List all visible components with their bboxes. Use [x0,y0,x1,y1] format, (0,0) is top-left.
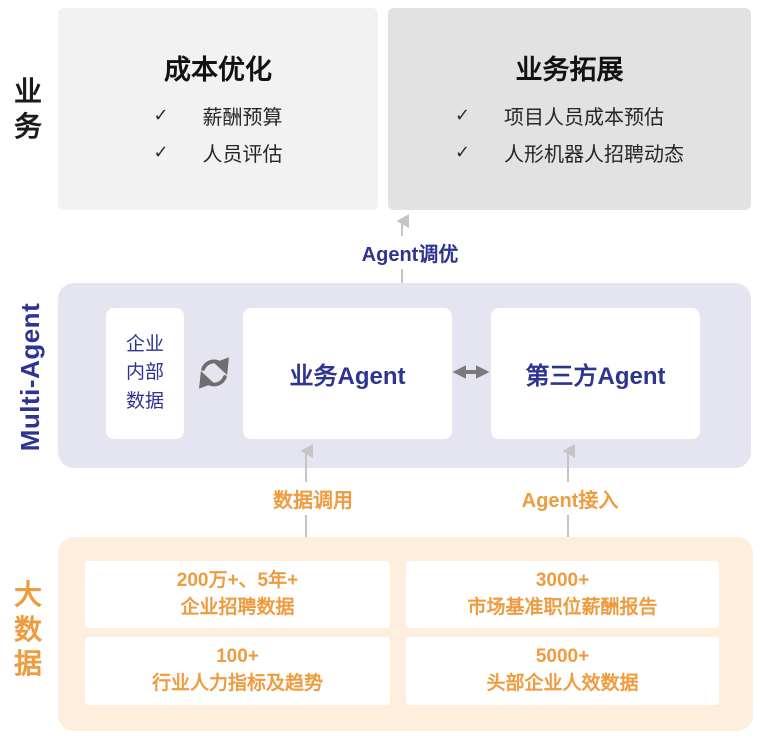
data-box-value: 100+ [216,646,259,668]
agent-tuning-label: Agent调优 [340,236,480,269]
cost-optimization-box: 成本优化 ✓ 薪酬预算 ✓ 人员评估 [58,8,378,210]
business-agent-label: 业务Agent [289,363,406,390]
refresh-cycle-icon [199,357,229,389]
hr-index-box: 100+ 行业人力指标及趋势 [85,637,390,705]
data-box-desc: 行业人力指标及趋势 [151,673,323,694]
data-call-label: 数据调用 [243,482,383,515]
business-row-label: 业务 [13,76,42,142]
data-box-desc: 市场基准职位薪酬报告 [467,596,658,618]
list-item-label: 人员评估 [202,144,283,166]
data-box-desc: 头部企业人效数据 [486,673,639,694]
business-expansion-box: 业务拓展 ✓ 项目人员成本预估 ✓ 人形机器人招聘动态 [388,8,751,210]
check-icon: ✓ [454,105,471,125]
agent-access-label: Agent接入 [500,482,640,515]
business-expansion-title: 业务拓展 [515,55,624,85]
data-box-value: 200万+、5年+ [176,569,299,591]
business-expansion-items: ✓ 项目人员成本预估 ✓ 人形机器人招聘动态 [455,97,684,171]
list-item: ✓ 项目人员成本预估 [455,97,684,134]
salary-report-box: 3000+ 市场基准职位薪酬报告 [406,561,719,628]
recruiting-data-box: 200万+、5年+ 企业招聘数据 [85,561,390,628]
data-box-value: 3000+ [535,569,590,591]
cost-optimization-items: ✓ 薪酬预算 ✓ 人员评估 [153,97,282,171]
check-icon: ✓ [454,142,471,162]
third-party-agent-box: 第三方Agent [491,308,700,439]
list-item: ✓ 人员评估 [153,134,282,171]
check-icon: ✓ [153,142,169,162]
internal-data-box: 企业内部数据 [106,308,184,439]
check-icon: ✓ [153,105,169,125]
list-item-label: 人形机器人招聘动态 [504,144,685,166]
efficiency-data-box: 5000+ 头部企业人效数据 [406,637,719,705]
third-party-agent-label: 第三方Agent [525,363,666,390]
cost-optimization-title: 成本优化 [164,55,272,85]
list-item-label: 项目人员成本预估 [504,107,665,129]
list-item: ✓ 薪酬预算 [153,97,282,134]
multi-agent-row-label: Multi-Agent [15,302,45,452]
data-box-value: 5000+ [535,646,590,668]
internal-data-label: 企业内部数据 [125,333,164,412]
data-box-desc: 企业招聘数据 [180,596,295,618]
big-data-row-label: 大数据 [13,579,42,680]
list-item: ✓ 人形机器人招聘动态 [455,134,684,171]
list-item-label: 薪酬预算 [202,107,283,129]
business-agent-box: 业务Agent [243,308,452,439]
double-arrow-icon [452,365,490,379]
